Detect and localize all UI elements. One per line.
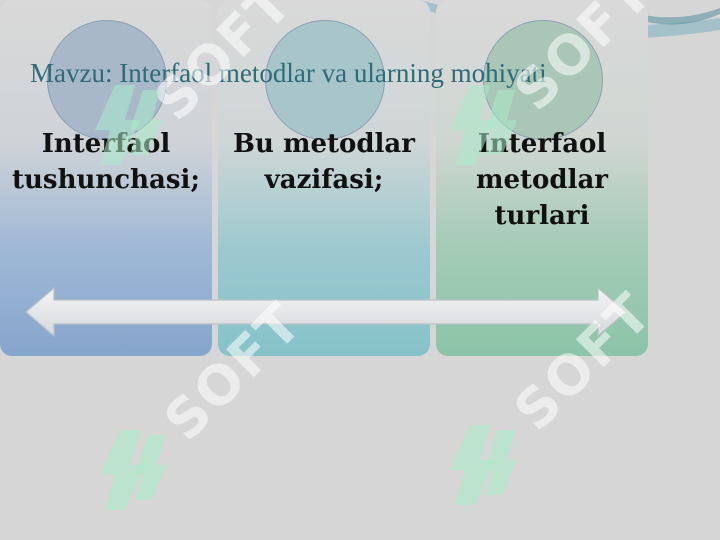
soft-logo-icon	[100, 430, 167, 510]
circle-decoration-2	[265, 20, 385, 140]
soft-logo-icon	[450, 85, 517, 165]
double-arrow-icon	[25, 286, 627, 338]
soft-logo-icon	[95, 85, 162, 165]
item-label-2: Bu metodlar vazifasi;	[233, 129, 415, 195]
item-label-1: Interfaol tushunchasi;	[12, 129, 200, 195]
soft-logo-icon	[450, 425, 517, 505]
slide-title: Mavzu: Interfaol metodlar va ularning mo…	[30, 58, 547, 88]
